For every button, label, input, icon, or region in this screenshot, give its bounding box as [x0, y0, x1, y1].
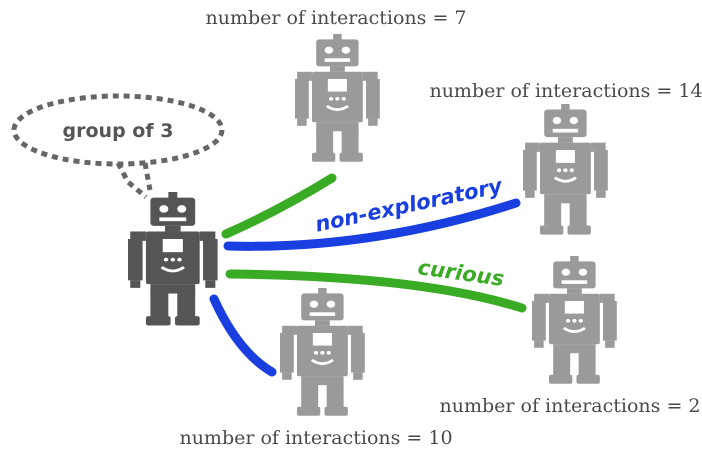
robot-focus — [126, 190, 220, 328]
interactions-label-bottom: number of interactions = 10 — [179, 427, 452, 449]
interactions-label-lower-right: number of interactions = 2 — [440, 395, 701, 417]
speech-bubble-text: group of 3 — [63, 120, 174, 142]
interactions-label-upper-right: number of interactions = 14 — [429, 80, 702, 102]
interactions-label-top: number of interactions = 7 — [206, 7, 467, 29]
speech-bubble: group of 3 — [11, 93, 225, 199]
link-focus-to-top — [221, 173, 337, 239]
link-focus-to-bottom — [209, 294, 277, 377]
robot-upper-right — [521, 102, 610, 237]
robot-top — [293, 32, 382, 164]
robot-lower-right — [530, 254, 619, 386]
link-focus-to-lower-right — [225, 269, 527, 313]
robot-bottom — [278, 286, 367, 418]
link-focus-to-upper-right — [223, 198, 521, 251]
